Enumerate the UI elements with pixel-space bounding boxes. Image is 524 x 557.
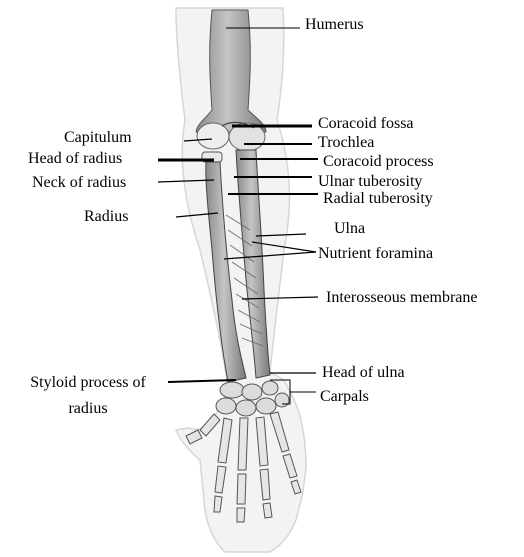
thumb-bones (185, 413, 221, 445)
label-capitulum: Capitulum (64, 129, 132, 146)
leader-interosseous-membrane (241, 296, 319, 300)
carpal-bones (215, 380, 290, 417)
leader-capitulum (183, 138, 213, 142)
capitulum-shape (196, 122, 230, 150)
label-coracoid-process: Coracoid process (323, 153, 434, 170)
label-head-of-ulna: Head of ulna (322, 364, 405, 381)
label-radius: Radius (84, 208, 129, 225)
radius-bone (205, 161, 247, 383)
label-nutrient-foramina: Nutrient foramina (318, 245, 434, 262)
label-interosseous-membrane: Interosseous membrane (326, 289, 478, 306)
label-ulna: Ulna (334, 220, 366, 237)
label-head-of-radius: Head of radius (28, 150, 123, 167)
label-trochlea: Trochlea (318, 134, 375, 151)
label-radial-tuberosity: Radial tuberosity (323, 190, 433, 207)
ulna-bone (235, 149, 271, 379)
humerus-bone (195, 9, 267, 133)
label-carpals: Carpals (320, 388, 369, 405)
label-neck-of-radius: Neck of radius (32, 174, 127, 191)
label-coracoid-fossa: Coracoid fossa (318, 115, 414, 132)
interosseous-membrane-shape (225, 214, 264, 347)
label-styloid-process-line1: Styloid process of (30, 374, 146, 391)
leader-neck-of-radius (157, 179, 215, 183)
leader-lines (157, 27, 319, 405)
leader-radius (175, 212, 219, 218)
leader-nutrient-foramina-1 (251, 241, 317, 253)
finger-bones (213, 411, 302, 523)
leader-nutrient-foramina-2 (223, 251, 317, 260)
leader-styloid-process (167, 379, 237, 383)
label-humerus: Humerus (305, 16, 364, 33)
label-styloid-process-line2: radius (68, 400, 108, 417)
label-ulnar-tuberosity: Ulnar tuberosity (318, 173, 423, 190)
leader-ulna (255, 233, 307, 237)
